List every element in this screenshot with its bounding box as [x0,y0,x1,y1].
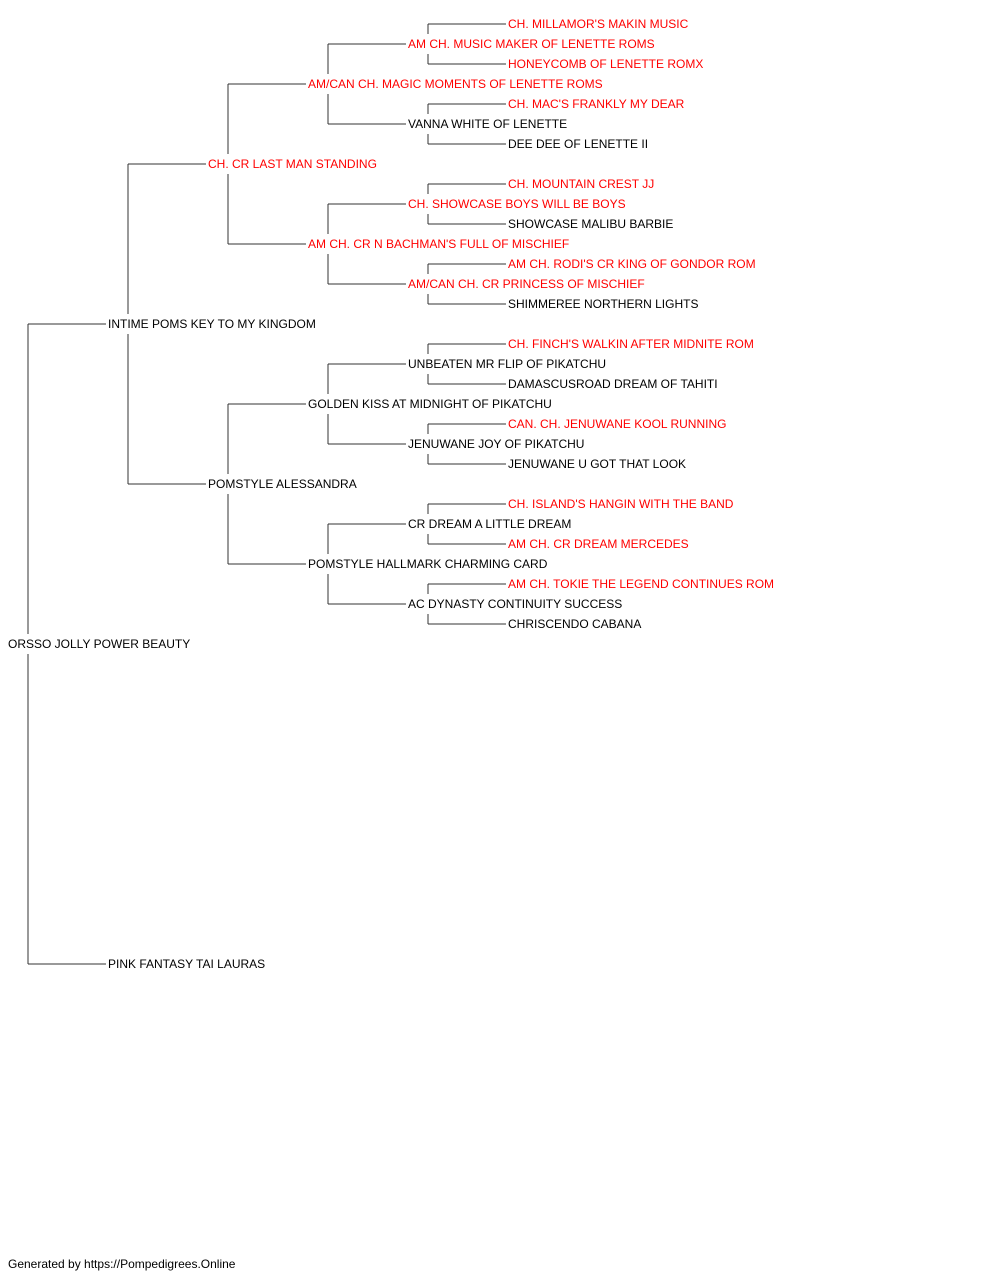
sire-name: UNBEATEN MR FLIP OF PIKATCHU [408,357,606,371]
sire-name: GOLDEN KISS AT MIDNIGHT OF PIKATCHU [308,397,552,411]
sire-name: CH. FINCH'S WALKIN AFTER MIDNITE ROM [508,337,754,351]
dam-name: DAMASCUSROAD DREAM OF TAHITI [508,377,718,391]
dam-name: HONEYCOMB OF LENETTE ROMX [508,57,703,71]
sire-name: CH. MAC'S FRANKLY MY DEAR [508,97,685,111]
sire-name: AM CH. MUSIC MAKER OF LENETTE ROMS [408,37,655,51]
footer-credit: Generated by https://Pompedigrees.Online [8,1257,236,1271]
sire-name: CH. SHOWCASE BOYS WILL BE BOYS [408,197,626,211]
sire-name: AM CH. TOKIE THE LEGEND CONTINUES ROM [508,577,774,591]
dam-name: AM/CAN CH. CR PRINCESS OF MISCHIEF [408,277,645,291]
dam-name: SHIMMEREE NORTHERN LIGHTS [508,297,698,311]
dam-name: JENUWANE JOY OF PIKATCHU [408,437,584,451]
dam-name: AM CH. CR DREAM MERCEDES [508,537,689,551]
dam-name: PINK FANTASY TAI LAURAS [108,957,265,971]
sire-name: CH. MILLAMOR'S MAKIN MUSIC [508,17,689,31]
sire-name: INTIME POMS KEY TO MY KINGDOM [108,317,316,331]
dam-name: JENUWANE U GOT THAT LOOK [508,457,686,471]
dam-name: VANNA WHITE OF LENETTE [408,117,567,131]
sire-name: CAN. CH. JENUWANE KOOL RUNNING [508,417,726,431]
dam-name: AM CH. CR N BACHMAN'S FULL OF MISCHIEF [308,237,569,251]
sire-name: CH. CR LAST MAN STANDING [208,157,377,171]
sire-name: AM CH. RODI'S CR KING OF GONDOR ROM [508,257,756,271]
dam-name: POMSTYLE ALESSANDRA [208,477,357,491]
dam-name: SHOWCASE MALIBU BARBIE [508,217,673,231]
sire-name: CH. ISLAND'S HANGIN WITH THE BAND [508,497,734,511]
sire-name: CH. MOUNTAIN CREST JJ [508,177,654,191]
sire-name: CR DREAM A LITTLE DREAM [408,517,571,531]
sire-name: AM/CAN CH. MAGIC MOMENTS OF LENETTE ROMS [308,77,603,91]
dam-name: POMSTYLE HALLMARK CHARMING CARD [308,557,548,571]
dam-name: CHRISCENDO CABANA [508,617,641,631]
dam-name: AC DYNASTY CONTINUITY SUCCESS [408,597,622,611]
dam-name: DEE DEE OF LENETTE II [508,137,648,151]
dog-name: ORSSO JOLLY POWER BEAUTY [8,637,190,651]
